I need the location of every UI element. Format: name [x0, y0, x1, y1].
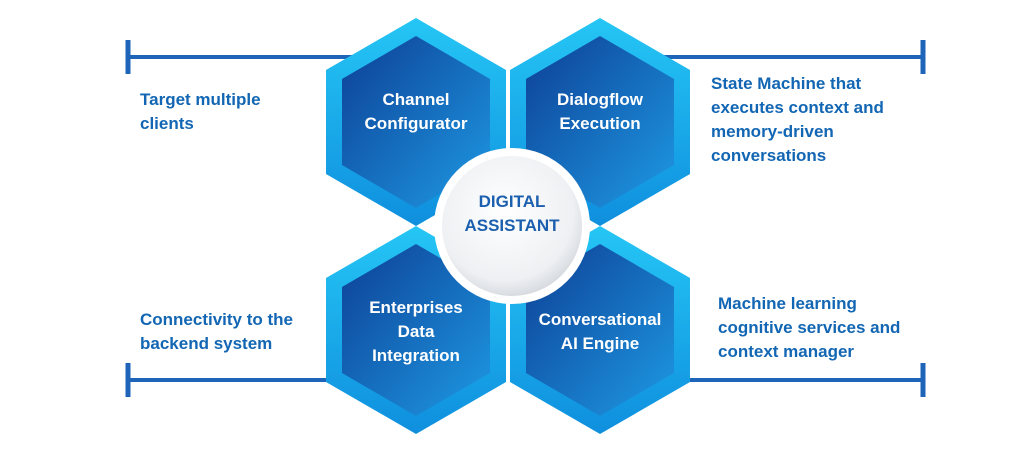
description-machine-learning: Machine learning cognitive services and …	[718, 292, 900, 364]
hex-label-line: Channel	[382, 90, 450, 109]
description-line: backend system	[140, 334, 273, 353]
description-line: cognitive services and	[718, 318, 901, 337]
description-line: State Machine that	[711, 74, 862, 93]
hex-label-conversational-ai-engine: Conversational AI Engine	[525, 308, 675, 356]
description-line: Target multiple	[140, 90, 261, 109]
hex-label-dialogflow-execution: Dialogflow Execution	[525, 88, 675, 136]
connector-top-left	[125, 40, 360, 74]
description-backend-connectivity: Connectivity to the backend system	[140, 308, 293, 356]
center-label: DIGITAL ASSISTANT	[440, 190, 584, 238]
description-line: Connectivity to the	[140, 310, 294, 329]
center-circle	[434, 148, 590, 304]
connector-bottom-left	[125, 363, 360, 397]
description-line: Machine learning	[718, 294, 857, 313]
description-line: memory-driven	[711, 122, 834, 141]
hex-label-line: Enterprises	[369, 298, 463, 317]
hex-label-channel-configurator: Channel Configurator	[341, 88, 491, 136]
connector-top-right	[660, 40, 926, 74]
description-line: context manager	[718, 342, 855, 361]
description-line: clients	[140, 114, 194, 133]
description-target-clients: Target multiple clients	[140, 88, 261, 136]
center-label-line2: ASSISTANT	[464, 216, 560, 235]
hex-label-line: AI Engine	[560, 334, 640, 353]
connector-bottom-right	[660, 363, 926, 397]
hex-label-line: Dialogflow	[557, 90, 643, 109]
hexagon-conversational-ai-engine	[510, 226, 690, 434]
description-line: executes context and	[711, 98, 884, 117]
hex-label-enterprises-data-integration: Enterprises Data Integration	[341, 296, 491, 368]
hex-label-line: Configurator	[364, 114, 468, 133]
hex-label-line: Integration	[372, 346, 460, 365]
description-line: conversations	[711, 146, 827, 165]
hex-label-line: Execution	[559, 114, 641, 133]
center-label-line1: DIGITAL	[478, 192, 546, 211]
hex-label-line: Conversational	[538, 310, 662, 329]
description-state-machine: State Machine that executes context and …	[711, 72, 884, 168]
hex-label-line: Data	[397, 322, 435, 341]
